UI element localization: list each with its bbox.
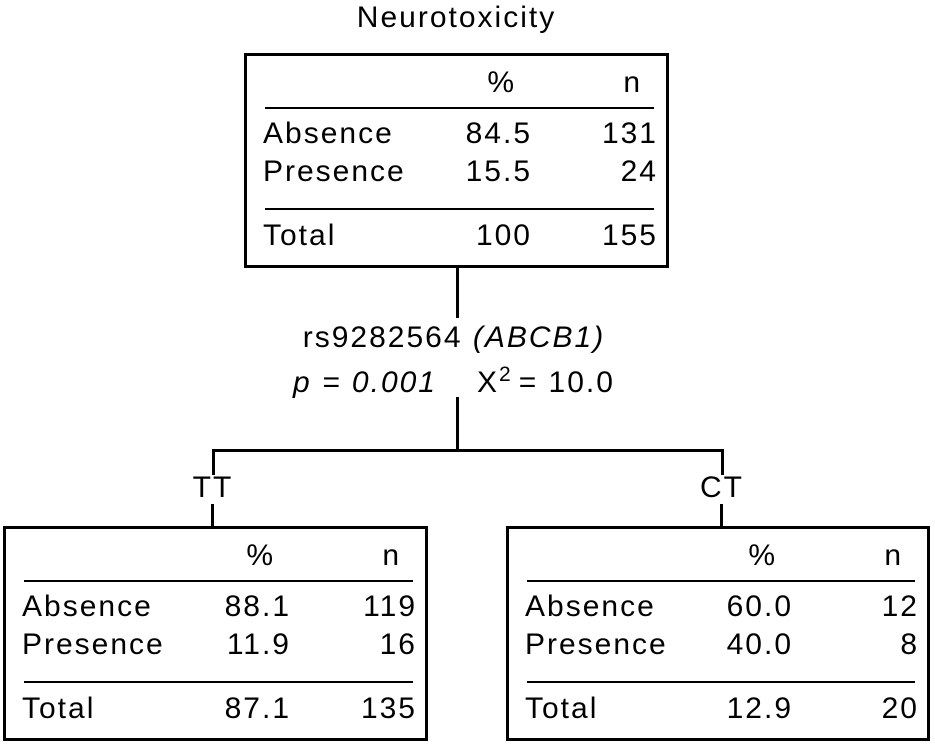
connector-left-stub — [211, 504, 214, 526]
row-label: Absence — [263, 117, 394, 150]
n-column-header: n — [884, 539, 903, 572]
total-label: Total — [263, 219, 337, 252]
connector-root-stem — [456, 268, 459, 318]
row-label: Absence — [525, 590, 656, 623]
percent-column-header: % — [246, 539, 275, 572]
row-percent: 88.1 — [224, 590, 291, 623]
row-percent: 15.5 — [465, 155, 532, 188]
row-count: 16 — [379, 628, 417, 661]
total-count: 20 — [881, 692, 919, 725]
gene-name: (ABCB1) — [472, 321, 606, 354]
figure-title: Neurotoxicity — [356, 1, 557, 34]
snp-id: rs9282564 — [302, 321, 473, 354]
connector-branch-crossbar — [212, 449, 724, 452]
row-count: 119 — [363, 590, 417, 623]
branch-label-tt: TT — [192, 471, 234, 504]
table-row: Presence 11.9 16 — [6, 626, 425, 664]
row-percent: 84.5 — [465, 117, 532, 150]
chi-square-symbol: X2 — [477, 363, 511, 399]
row-label: Presence — [22, 628, 165, 661]
branch-label-ct: CT — [700, 471, 744, 504]
table-rule — [265, 107, 654, 109]
row-count: 24 — [620, 155, 658, 188]
row-percent: 40.0 — [726, 628, 793, 661]
total-percent: 87.1 — [224, 692, 291, 725]
tt-node-table: % n Absence 88.1 119 Presence 11.9 16 To… — [3, 526, 428, 741]
n-column-header: n — [623, 66, 642, 99]
row-percent: 11.9 — [226, 628, 291, 661]
row-count: 131 — [601, 117, 658, 150]
chi-square-exponent: 2 — [499, 363, 511, 386]
total-count: 155 — [601, 219, 658, 252]
row-label: Presence — [263, 155, 406, 188]
row-percent: 60.0 — [726, 590, 793, 623]
table-row: Presence 40.0 8 — [509, 626, 927, 664]
ct-node-table: % n Absence 60.0 12 Presence 40.0 8 Tota… — [506, 526, 930, 741]
table-total-row: Total 12.9 20 — [509, 690, 927, 728]
percent-column-header: % — [487, 66, 516, 99]
table-header-row: % n — [6, 529, 425, 575]
row-count: 12 — [881, 590, 919, 623]
table-rule — [265, 208, 654, 210]
table-row: Presence 15.5 24 — [247, 153, 666, 191]
table-total-row: Total 87.1 135 — [6, 690, 425, 728]
row-count: 8 — [900, 628, 919, 661]
table-row: Absence 84.5 131 — [247, 115, 666, 153]
table-row: Absence 60.0 12 — [509, 588, 927, 626]
table-rule — [24, 681, 413, 683]
row-label: Absence — [22, 590, 153, 623]
split-annotation: rs9282564 (ABCB1) p = 0.001 X2= 10.0 — [154, 319, 754, 401]
table-rule — [527, 580, 915, 582]
chi-square-value: = 10.0 — [518, 366, 615, 399]
root-node-table: % n Absence 84.5 131 Presence 15.5 24 To… — [244, 53, 669, 268]
connector-left-drop — [212, 449, 215, 475]
connector-right-drop — [721, 449, 724, 475]
total-percent: 12.9 — [726, 692, 793, 725]
row-label: Presence — [525, 628, 668, 661]
table-header-row: % n — [247, 56, 666, 102]
split-variable-line: rs9282564 (ABCB1) — [154, 319, 754, 356]
total-count: 135 — [360, 692, 417, 725]
p-value: p = 0.001 — [293, 366, 437, 399]
table-row: Absence 88.1 119 — [6, 588, 425, 626]
connector-right-stub — [720, 504, 723, 526]
table-total-row: Total 100 155 — [247, 217, 666, 255]
table-header-row: % n — [509, 529, 927, 575]
connector-split-stem — [456, 397, 459, 452]
table-rule — [24, 580, 413, 582]
total-percent: 100 — [475, 219, 532, 252]
split-stats-line: p = 0.001 X2= 10.0 — [154, 356, 754, 401]
percent-column-header: % — [748, 539, 777, 572]
table-rule — [527, 681, 915, 683]
total-label: Total — [525, 692, 599, 725]
total-label: Total — [22, 692, 96, 725]
n-column-header: n — [382, 539, 401, 572]
